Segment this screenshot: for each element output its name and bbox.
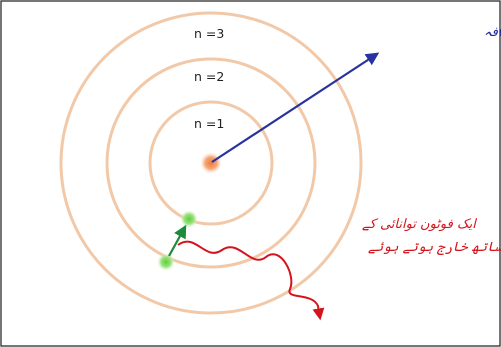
orbit-label-n2: n =2 — [194, 69, 224, 84]
orbit-label-n3: n =3 — [194, 26, 224, 41]
electron-outer — [157, 253, 175, 271]
electron-inner — [180, 210, 198, 228]
orbit-n3 — [59, 11, 363, 315]
orbit-label-n1: n =1 — [194, 116, 224, 131]
photon-emission-label-line2: ساتھ خارج ہوتے ہوئے — [368, 240, 501, 256]
electron-transition-arrow — [168, 224, 187, 257]
orbit-n2 — [105, 57, 317, 269]
orbit-n1 — [148, 100, 274, 226]
energy-increase-arrow — [211, 52, 380, 163]
photon-wave — [177, 240, 325, 321]
photon-emission-label-line1: ایک فوٹون توانائی کے — [362, 217, 477, 232]
nucleus — [200, 152, 222, 174]
energy-increase-label: مداروں کی توانائی میں اضافہ — [484, 25, 501, 40]
